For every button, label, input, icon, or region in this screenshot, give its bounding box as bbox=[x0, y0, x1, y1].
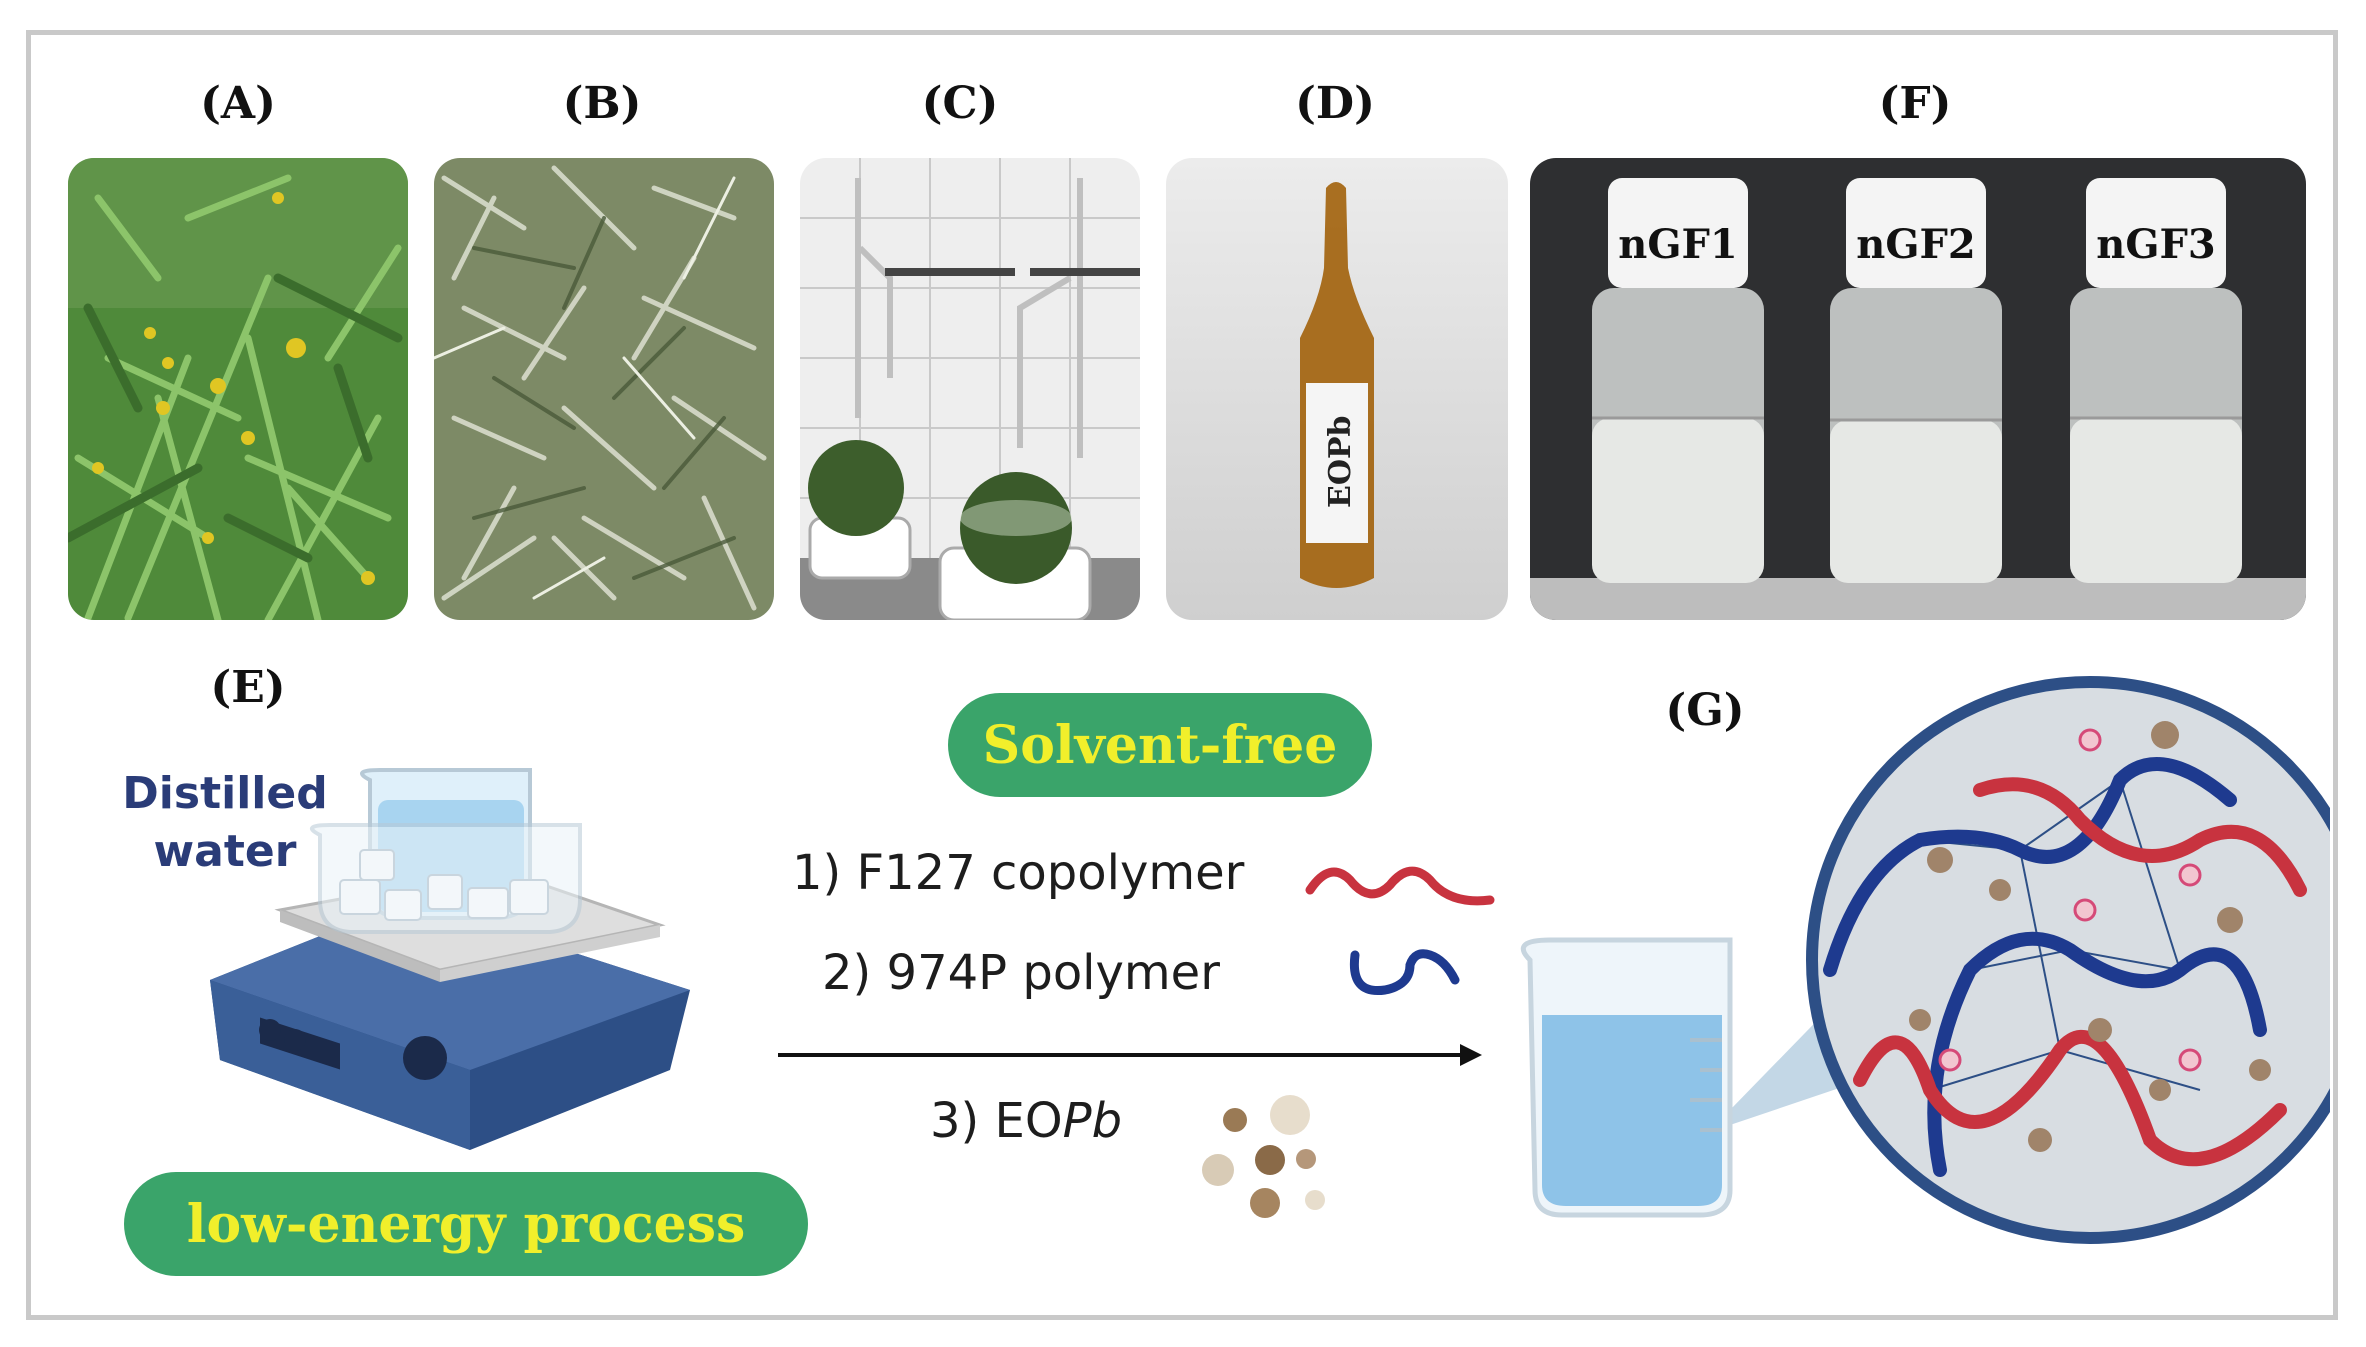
f127-squiggle-icon bbox=[1305, 866, 1495, 906]
hydrogel-illustration bbox=[1520, 676, 2330, 1244]
step-eopb: 3) EOPb bbox=[930, 1093, 1122, 1149]
hotplate-illustration bbox=[210, 768, 690, 1150]
step-f127: 1) F127 copolymer bbox=[792, 845, 1245, 901]
dried-plant-photo bbox=[434, 158, 774, 620]
panel-label-f: (F) bbox=[1878, 78, 1952, 129]
ampoule-photo: EOPb bbox=[1166, 158, 1508, 620]
vial-label-2: nGF2 bbox=[1856, 221, 1975, 268]
panel-label-e: (E) bbox=[210, 662, 286, 713]
low-energy-badge: low-energy process bbox=[124, 1172, 808, 1276]
vial-label-1: nGF1 bbox=[1618, 221, 1737, 268]
panel-label-d: (D) bbox=[1295, 78, 1375, 129]
974p-squiggle-icon bbox=[1349, 949, 1460, 996]
step-eopb-italic: Pb bbox=[1062, 1093, 1123, 1149]
vials-photo: nGF1 nGF2 nGF3 bbox=[1530, 158, 2306, 620]
panel-label-a: (A) bbox=[200, 78, 276, 129]
plant-photo bbox=[68, 158, 408, 620]
solvent-free-badge: Solvent-free bbox=[948, 693, 1372, 797]
panel-label-b: (B) bbox=[562, 78, 642, 129]
ampoule-label: EOPb bbox=[1323, 415, 1358, 508]
process-arrow bbox=[778, 1044, 1482, 1066]
step-eopb-prefix: 3) EO bbox=[930, 1093, 1063, 1149]
water-word: water bbox=[153, 826, 297, 877]
distillation-photo bbox=[800, 158, 1140, 620]
distilled-word: Distilled bbox=[122, 768, 328, 819]
panel-label-c: (C) bbox=[921, 78, 999, 129]
step-974p: 2) 974P polymer bbox=[822, 945, 1220, 1001]
droplets-icon bbox=[1202, 1095, 1325, 1218]
vial-label-3: nGF3 bbox=[2096, 221, 2215, 268]
panel-label-g: (G) bbox=[1665, 685, 1745, 736]
distilled-water-label: Distilled water bbox=[95, 765, 355, 881]
